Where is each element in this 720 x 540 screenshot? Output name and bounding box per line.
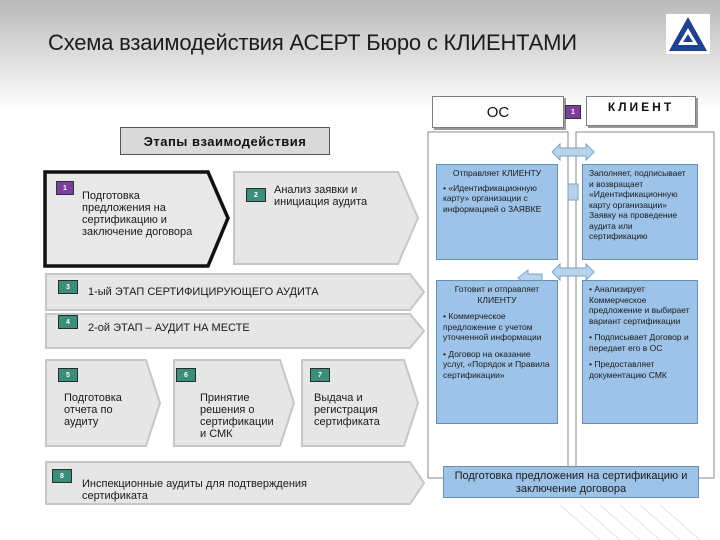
stage-8-badge: 8	[52, 469, 72, 483]
stage-6-badge: 6	[176, 368, 196, 382]
os-box-1-head: Отправляет КЛИЕНТУ	[452, 168, 542, 178]
stage-2-badge: 2	[246, 188, 266, 202]
stage-4-shape	[45, 313, 426, 349]
stage-1-text: Подготовка предложения на сертификацию и…	[82, 190, 193, 238]
stage-7-text: Выдача и регистрация сертификата	[314, 392, 380, 428]
stage-3-shape	[45, 273, 426, 311]
os-box-2-head: Готовит и отправляет КЛИЕНТУ	[454, 284, 540, 305]
stage-7-badge: 7	[310, 368, 330, 382]
stage-2-shape	[233, 171, 420, 265]
stage-6-shape	[173, 359, 296, 447]
stage-5-text: Подготовка отчета по аудиту	[64, 392, 122, 428]
stage-4-badge: 4	[58, 315, 78, 329]
stage-1-badge: 1	[56, 181, 74, 195]
client-box-1: Заполняет, подписывает и возвращает «Иде…	[582, 164, 698, 260]
client-box-2: • Анализирует Коммерческое предложение и…	[582, 280, 698, 424]
stage-8-text: Инспекционные аудиты для подтверждения с…	[82, 478, 308, 502]
arrow-top	[551, 142, 595, 162]
arrow-bottom	[551, 262, 595, 282]
stage-6-text: Принятие решения о сертификации и СМК	[200, 392, 274, 440]
logo	[666, 14, 710, 54]
stage-8-shape	[45, 461, 426, 505]
stage-3-badge: 3	[58, 280, 78, 294]
stages-label: Этапы взаимодействия	[120, 127, 330, 155]
client-box-2-item-1: • Анализирует Коммерческое предложение и…	[589, 284, 690, 326]
arrow-mid	[567, 183, 579, 201]
page-title: Схема взаимодействия АСЕРТ Бюро с КЛИЕНТ…	[48, 30, 577, 55]
client-box-2-item-3: • Предоставляет документацию СМК	[589, 359, 667, 380]
decor-lines	[559, 504, 701, 540]
stage-2-text: Анализ заявки и инициация аудита	[274, 184, 368, 208]
os-box-2-item-1: • Коммерческое предложение с учетом уточ…	[443, 311, 542, 342]
stage-1-shape	[43, 170, 230, 268]
os-box-2-item-2: • Договор на оказание услуг, «Порядок и …	[443, 348, 550, 380]
stage-3-text: 1-ый ЭТАП СЕРТИФИЦИРУЮЩЕГО АУДИТА	[88, 286, 319, 298]
os-header: ОС	[432, 96, 564, 128]
client-header: КЛИЕНТ	[586, 96, 696, 126]
step-badge: 1	[565, 105, 581, 119]
os-box-2: Готовит и отправляет КЛИЕНТУ • Коммерчес…	[436, 280, 558, 424]
stage-5-badge: 5	[58, 368, 78, 382]
client-box-2-item-2: • Подписывает Договор и передает его в О…	[589, 332, 689, 353]
os-box-1-item: • «Идентификационную карту» организации …	[443, 182, 542, 214]
stage-4-text: 2-ой ЭТАП – АУДИТ НА МЕСТЕ	[88, 322, 250, 334]
contract-preparation-box: Подготовка предложения на сертификацию и…	[443, 466, 699, 498]
stage-7-shape	[301, 359, 420, 447]
os-box-1: Отправляет КЛИЕНТУ • «Идентификационную …	[436, 164, 558, 260]
